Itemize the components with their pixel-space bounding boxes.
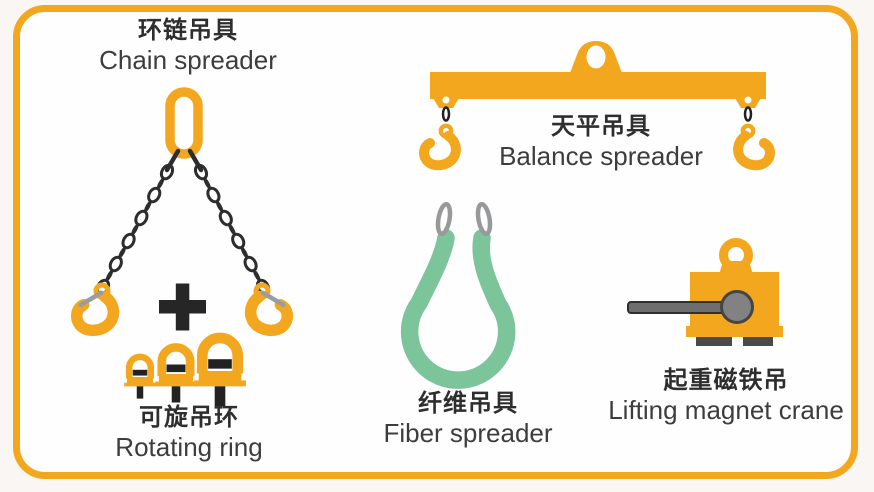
balance-spreader-label-zh: 天平吊具: [551, 113, 651, 140]
pin-link-left: [441, 106, 451, 122]
beam-hook-right-icon: [738, 126, 770, 165]
eyebolt-large-icon: [194, 338, 246, 406]
chain-hook-right-icon: [251, 285, 288, 330]
sling-eye-right-icon: [475, 201, 493, 237]
hook-latch-icon: [260, 290, 286, 308]
balance-spreader-label-en: Balance spreader: [499, 141, 703, 172]
ring-neck: [719, 261, 753, 275]
fiber-spreader-illustration: [400, 201, 516, 389]
chain-left-icon: [95, 163, 175, 296]
eyebolt-medium-icon: [155, 347, 197, 402]
magnet-foot-right: [743, 337, 773, 346]
chain-spreader-label: 环链吊具 Chain spreader: [99, 17, 277, 76]
rotating-ring-label: 可旋吊环 Rotating ring: [115, 404, 263, 463]
magnet-foot-left: [696, 337, 732, 346]
balance-spreader-illustration: [424, 41, 770, 165]
lifting-magnet-label-zh: 起重磁铁吊: [663, 367, 789, 394]
lifting-magnet-illustration: [627, 238, 783, 346]
lug-hole: [586, 45, 606, 69]
magnet-base-lip: [686, 326, 783, 337]
chain-right-icon: [193, 163, 271, 296]
handle-pivot-icon: [720, 290, 754, 324]
chain-hook-left-icon: [77, 285, 114, 330]
beam-icon: [430, 72, 766, 99]
lifting-magnet-label: 起重磁铁吊 Lifting magnet crane: [608, 367, 844, 426]
chain-connector-left: [164, 148, 181, 173]
chain-connector-right: [187, 148, 204, 173]
hook-latch-icon: [78, 290, 104, 308]
chain-spreader-label-en: Chain spreader: [99, 45, 277, 76]
lifting-magnet-label-en: Lifting magnet crane: [608, 395, 844, 426]
master-link-icon: [165, 87, 203, 159]
fiber-spreader-label: 纤维吊具 Fiber spreader: [383, 390, 553, 449]
pin-link-right: [743, 106, 753, 122]
plus-icon: [159, 283, 206, 331]
eyebolt-small-icon: [124, 357, 156, 399]
fiber-spreader-label-en: Fiber spreader: [383, 418, 553, 449]
beam-hole-right: [744, 96, 752, 104]
magnet-handle-icon: [627, 301, 731, 314]
sling-eye-left-icon: [435, 201, 453, 237]
chain-spreader-label-zh: 环链吊具: [138, 17, 238, 44]
rotating-ring-label-en: Rotating ring: [115, 432, 263, 463]
balance-spreader-label: 天平吊具 Balance spreader: [499, 113, 703, 172]
fiber-spreader-label-zh: 纤维吊具: [417, 390, 518, 417]
beam-hook-left-icon: [424, 126, 456, 165]
rotating-ring-illustration: [124, 338, 246, 406]
chain-spreader-illustration: [77, 87, 288, 330]
rotating-ring-label-zh: 可旋吊环: [138, 404, 239, 431]
fiber-sling-icon: [400, 229, 516, 389]
beam-hole-left: [442, 96, 450, 104]
